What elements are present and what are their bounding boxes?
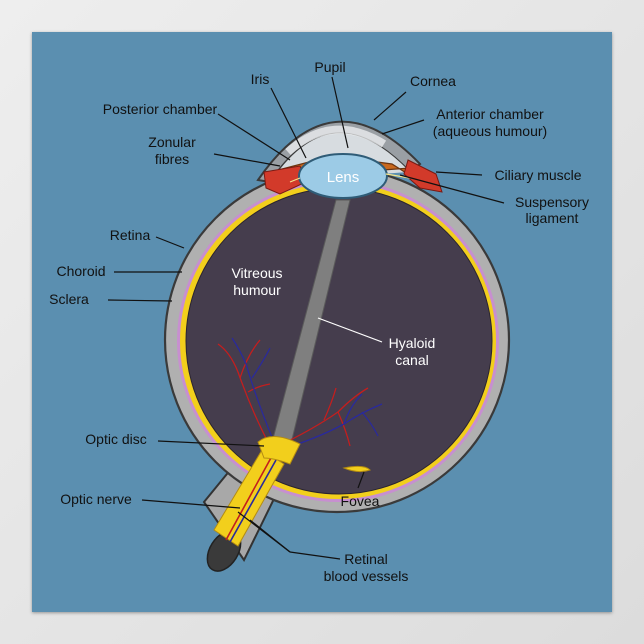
- retinal-blood-vessels: [217, 337, 383, 451]
- label-suspensory-ligament-line1: Suspensory: [515, 194, 589, 210]
- label-zonular-fibres-line1: Zonular: [148, 134, 196, 150]
- label-ciliary-muscle: Ciliary muscle: [494, 167, 581, 183]
- label-retinal-blood-vessels-line2: blood vessels: [324, 568, 409, 584]
- label-optic-nerve: Optic nerve: [60, 491, 132, 507]
- label-zonular-fibres-line2: fibres: [155, 151, 189, 167]
- label-cornea: Cornea: [410, 73, 456, 89]
- label-optic-disc: Optic disc: [85, 431, 146, 447]
- label-retina: Retina: [110, 227, 151, 243]
- label-vitreous-humour-line1: Vitreous: [231, 265, 282, 281]
- label-iris: Iris: [251, 71, 270, 87]
- fovea: [342, 465, 371, 473]
- ciliary-muscle-left: [263, 165, 307, 195]
- label-sclera: Sclera: [49, 291, 89, 307]
- label-hyaloid-canal-line2: canal: [395, 352, 428, 368]
- label-lens: Lens: [327, 169, 360, 186]
- eye-anatomy-diagram: Pupil Iris Cornea Posterior chamber Ante…: [49, 59, 589, 584]
- label-anterior-chamber-line2: (aqueous humour): [433, 123, 547, 139]
- label-retinal-blood-vessels-line1: Retinal: [344, 551, 388, 567]
- label-posterior-chamber: Posterior chamber: [103, 101, 218, 117]
- leader-lines: [107, 76, 505, 560]
- label-choroid: Choroid: [56, 263, 105, 279]
- label-suspensory-ligament-line2: ligament: [526, 210, 579, 226]
- label-anterior-chamber-line1: Anterior chamber: [436, 106, 544, 122]
- label-fovea: Fovea: [341, 493, 380, 509]
- label-hyaloid-canal-line1: Hyaloid: [389, 335, 436, 351]
- lens: [298, 153, 388, 199]
- optic-nerve: [213, 436, 301, 547]
- label-vitreous-humour-line2: humour: [233, 282, 281, 298]
- zonular-fibres: [289, 173, 411, 183]
- diagram-background: Pupil Iris Cornea Posterior chamber Ante…: [32, 32, 612, 612]
- label-pupil: Pupil: [314, 59, 345, 75]
